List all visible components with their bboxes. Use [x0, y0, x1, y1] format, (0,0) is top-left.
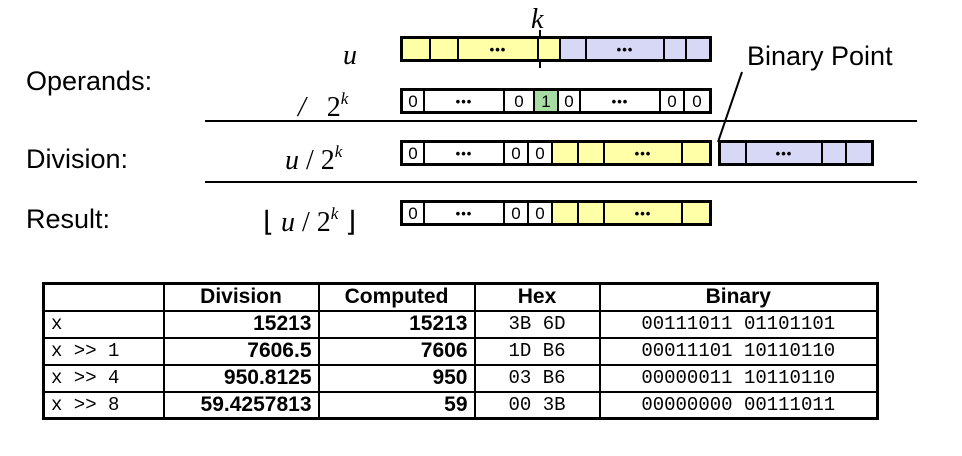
ellipsis-cell: •••: [605, 203, 683, 223]
header-division: Division: [162, 282, 320, 312]
bit-cell: [561, 39, 587, 59]
div-u: u: [285, 145, 299, 176]
hex-cell: 00 3B: [473, 390, 601, 420]
bit-cell: 0: [559, 91, 581, 111]
bit-cell: 0: [529, 203, 553, 223]
shift-division-table: Division Computed Hex Binary x 15213 152…: [42, 282, 879, 420]
bit-cell: [721, 143, 747, 163]
ellipsis-cell: •••: [581, 91, 661, 111]
bit-cell: 0: [529, 143, 553, 163]
computed-cell: 7606: [317, 336, 476, 366]
division-cell: 59.4257813: [162, 390, 320, 420]
computed-cell: 59: [317, 390, 476, 420]
bit-cell: 0: [403, 91, 425, 111]
binary-cell: 00000000 00111011: [598, 390, 879, 420]
bit-cell: 0: [505, 203, 529, 223]
bit-cell: [847, 143, 871, 163]
ellipsis-cell: •••: [587, 39, 665, 59]
table-header-row: Division Computed Hex Binary: [42, 282, 879, 312]
ellipsis-cell: •••: [425, 203, 505, 223]
division-cell: 15213: [162, 309, 320, 339]
bit-cell: [683, 143, 709, 163]
ellipsis-cell: •••: [605, 143, 683, 163]
division-expr: u / 2k: [285, 143, 342, 175]
expr-cell: x >> 4: [42, 363, 165, 393]
bit-cell: 0: [403, 143, 425, 163]
k-exponent: k: [340, 89, 349, 108]
computed-cell: 15213: [317, 309, 476, 339]
binary-cell: 00000011 10110110: [598, 363, 879, 393]
expr-cell: x >> 8: [42, 390, 165, 420]
slash-symbol: /: [298, 92, 306, 123]
div-two: 2: [320, 145, 335, 176]
binary-point-pointer: [717, 71, 743, 143]
register-division-integer: 0 ••• 0 0 •••: [400, 140, 712, 166]
hex-cell: 1D B6: [473, 336, 601, 366]
bit-cell: [539, 39, 561, 59]
computed-cell: 950: [317, 363, 476, 393]
result-label: Result:: [26, 204, 111, 234]
table-row: x 15213 15213 3B 6D 00111011 01101101: [42, 309, 879, 339]
header-binary: Binary: [598, 282, 879, 312]
operands-label: Operands:: [26, 66, 153, 96]
bit-cell: [687, 39, 709, 59]
one-bit-cell: 1: [535, 91, 559, 111]
ellipsis-cell: •••: [747, 143, 823, 163]
register-result: 0 ••• 0 0 •••: [400, 200, 712, 226]
expr-cell: x >> 1: [42, 336, 165, 366]
table-row: x >> 1 7606.5 7606 1D B6 00011101 101101…: [42, 336, 879, 366]
separator-line-2: [205, 181, 917, 183]
div-slash: /: [306, 145, 314, 176]
res-k: k: [330, 204, 339, 223]
bit-cell: [683, 203, 709, 223]
bit-cell: 0: [661, 91, 685, 111]
ellipsis-cell: •••: [425, 143, 505, 163]
operand-u: u: [343, 40, 357, 71]
k-label: k: [531, 4, 544, 35]
ellipsis-cell: •••: [425, 91, 505, 111]
operand-2k: / 2k: [298, 90, 348, 122]
bit-cell: 0: [685, 91, 709, 111]
result-expr: ⌊ u / 2k ⌋: [263, 205, 356, 237]
floor-left: ⌊: [263, 207, 274, 238]
bit-cell: 0: [403, 203, 425, 223]
separator-line-1: [205, 120, 917, 122]
bit-cell: [665, 39, 687, 59]
division-cell: 950.8125: [162, 363, 320, 393]
bit-cell: [579, 143, 605, 163]
hex-cell: 03 B6: [473, 363, 601, 393]
bit-cell: 0: [505, 91, 535, 111]
div-k: k: [334, 142, 343, 161]
res-slash: /: [301, 207, 310, 238]
res-two: 2: [316, 207, 331, 238]
binary-cell: 00011101 10110110: [598, 336, 879, 366]
bit-cell: [553, 143, 579, 163]
division-cell: 7606.5: [162, 336, 320, 366]
register-u: ••• •••: [400, 36, 712, 62]
res-u: u: [280, 207, 295, 238]
register-2k: 0 ••• 0 1 0 ••• 0 0: [400, 88, 712, 114]
expr-cell: x: [42, 309, 165, 339]
ellipsis-cell: •••: [459, 39, 539, 59]
two-symbol: 2: [326, 92, 341, 123]
bit-cell: [431, 39, 459, 59]
header-computed: Computed: [317, 282, 476, 312]
division-label: Division:: [26, 144, 129, 174]
hex-cell: 3B 6D: [473, 309, 601, 339]
bit-cell: [823, 143, 847, 163]
bit-cell: 0: [505, 143, 529, 163]
floor-right: ⌋: [345, 207, 357, 238]
register-division-fraction: •••: [718, 140, 874, 166]
bit-cell: [579, 203, 605, 223]
binary-cell: 00111011 01101101: [598, 309, 879, 339]
bit-cell: [403, 39, 431, 59]
binary-point-label: Binary Point: [747, 41, 893, 71]
header-expr: [42, 282, 165, 312]
header-hex: Hex: [473, 282, 601, 312]
table-row: x >> 8 59.4257813 59 00 3B 00000000 0011…: [42, 390, 879, 420]
bit-cell: [553, 203, 579, 223]
table-row: x >> 4 950.8125 950 03 B6 00000011 10110…: [42, 363, 879, 393]
